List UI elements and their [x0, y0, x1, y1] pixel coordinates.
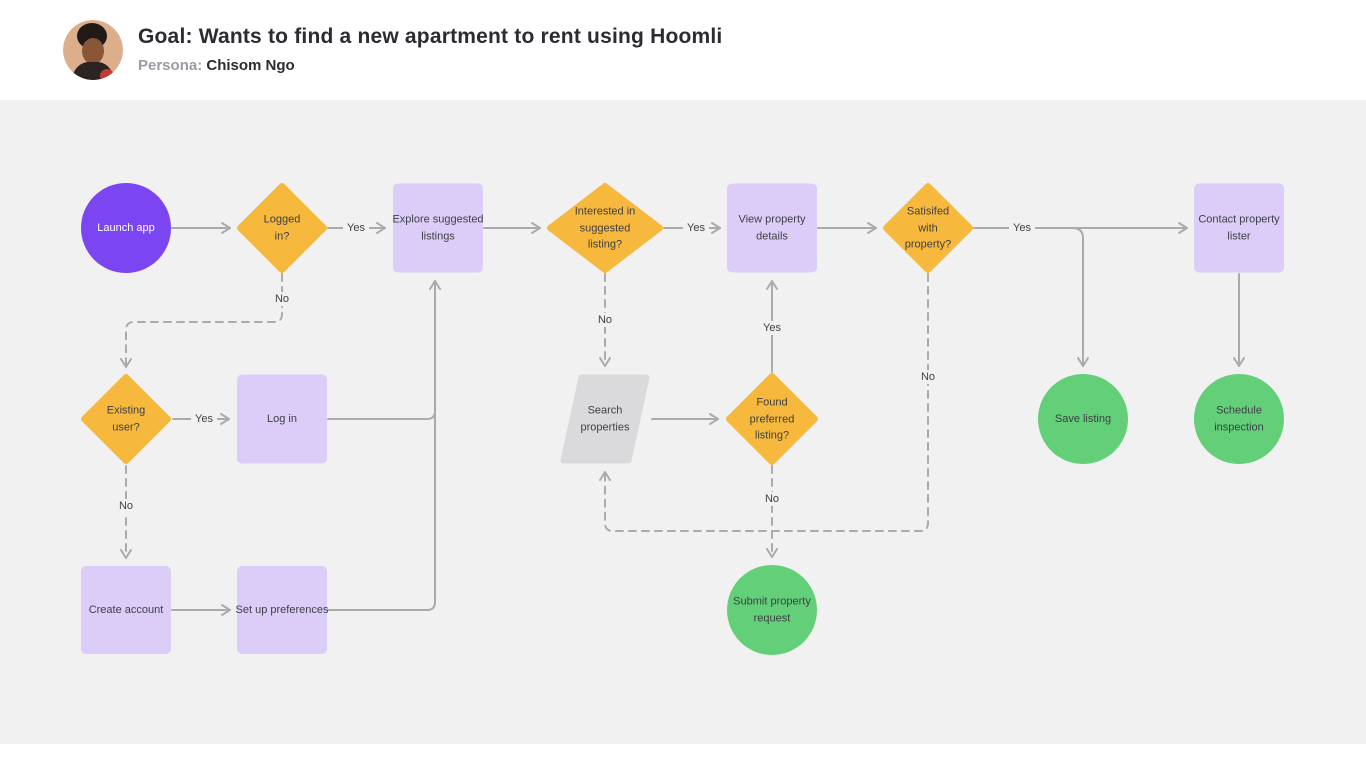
persona-label: Persona: [138, 57, 203, 74]
node-create-account[interactable] [81, 566, 171, 654]
edge-yes-branch-to-save-listing [1071, 227, 1089, 367]
edge-label-existing-user-no-to-create-account: No [114, 499, 138, 513]
goal-title: Goal: Wants to find a new apartment to r… [138, 25, 723, 48]
edge-label-logged-in-no-to-existing-user: No [270, 292, 294, 306]
bottom-strip [0, 744, 1366, 758]
edge-label-interested-yes-to-view: Yes [683, 221, 709, 235]
node-existing-user[interactable] [81, 374, 171, 464]
node-log-in[interactable] [237, 374, 327, 464]
node-interested-in-suggested-listing[interactable] [547, 183, 663, 273]
edge-log-in-to-merge-line [327, 410, 436, 420]
edge-label-found-yes-to-view: Yes [759, 321, 785, 335]
node-view-property-details[interactable] [727, 183, 817, 273]
edge-satisfied-no-to-search [599, 273, 929, 532]
edge-label-existing-user-yes-to-log-in: Yes [191, 412, 217, 426]
node-contact-property-lister[interactable] [1194, 183, 1284, 273]
persona-line: Persona: Chisom Ngo [138, 57, 295, 74]
node-explore-suggested-listings[interactable] [393, 183, 483, 273]
node-set-up-preferences[interactable] [237, 566, 327, 654]
node-found-preferred-listing[interactable] [726, 373, 818, 465]
persona-name: Chisom Ngo [206, 57, 295, 74]
edge-logged-in-no-to-existing-user [120, 273, 283, 368]
edge-label-logged-in-yes-to-explore: Yes [343, 221, 369, 235]
header-bar: Goal: Wants to find a new apartment to r… [0, 0, 1366, 100]
edge-set-up-preferences-to-explore [327, 280, 441, 611]
node-launch-app[interactable] [81, 183, 171, 273]
node-schedule-inspection[interactable] [1194, 374, 1284, 464]
node-satisfied-with-property[interactable] [883, 183, 973, 273]
persona-avatar-illustration [63, 20, 123, 80]
edge-label-satisfied-no-to-search: No [916, 370, 940, 384]
node-save-listing[interactable] [1038, 374, 1128, 464]
node-logged-in[interactable] [237, 183, 327, 273]
edge-label-found-no-to-submit: No [760, 492, 784, 506]
node-submit-property-request[interactable] [727, 565, 817, 655]
persona-avatar [63, 20, 123, 80]
node-search-properties[interactable] [560, 374, 650, 464]
edge-label-interested-no-to-search: No [593, 313, 617, 327]
edge-label-satisfied-yes-to-contact: Yes [1009, 221, 1035, 235]
